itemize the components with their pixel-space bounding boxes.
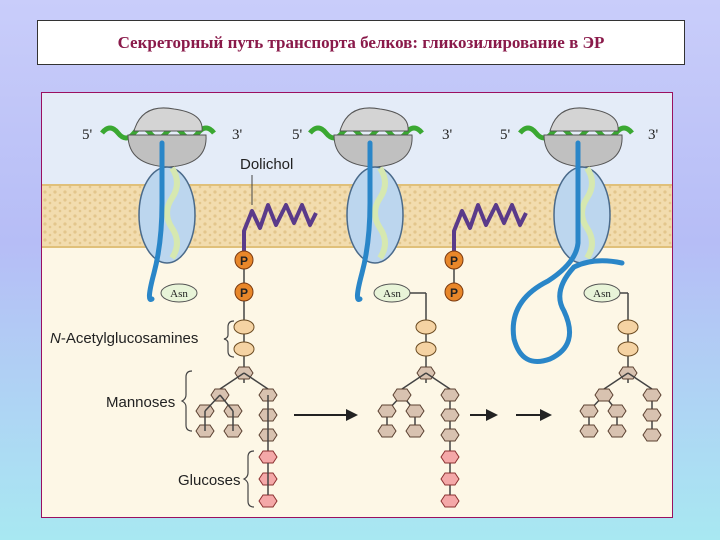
slide-title: Секреторный путь транспорта белков: глик… (117, 32, 605, 52)
asn-residue (160, 283, 198, 303)
n-acetyl-text: -Acetylglucosamines (61, 330, 199, 347)
asn-label: Asn (170, 288, 188, 300)
diagram-canvas: Asn P P 5' 3' (42, 93, 672, 508)
dolichol-chain (242, 203, 318, 258)
nag-1 (233, 319, 255, 335)
dolichol-chain-2 (452, 203, 528, 253)
title-box: Секреторный путь транспорта белков: глик… (37, 20, 685, 65)
three-prime-3: 3' (648, 127, 659, 143)
er-glycosylation-figure: Asn P P 5' 3' (41, 92, 673, 518)
dolichol-label: Dolichol (240, 156, 293, 173)
phosphate-3-label: P (450, 254, 458, 268)
svg-text:N-Acetylglucosamines: N-Acetylglucosamines (50, 330, 198, 347)
phosphate-1-label: P (240, 254, 248, 268)
nascent-peptide-2 (354, 140, 373, 302)
mannoses-label: Mannoses (106, 370, 193, 432)
arrow-2 (470, 409, 552, 421)
panel-1: Asn P P (100, 107, 318, 508)
panel-3: Asn (510, 107, 662, 442)
glucoses-label: Glucoses (178, 450, 255, 508)
n-prefix: N (50, 330, 61, 347)
panel-2: Asn P P (308, 107, 528, 508)
three-prime-1: 3' (232, 127, 243, 143)
asn-label-2: Asn (383, 288, 401, 300)
five-prime-1: 5' (82, 127, 93, 143)
nag-2 (233, 341, 255, 357)
mannoses-text: Mannoses (106, 394, 175, 411)
ribosome-small-subunit (133, 107, 203, 132)
folded-peptide (510, 140, 625, 364)
phosphate-2-label: P (240, 286, 248, 300)
asn-label-3: Asn (593, 288, 611, 300)
n-acetyl-label: N-Acetylglucosamines (50, 320, 235, 358)
glucoses-text: Glucoses (178, 472, 241, 489)
five-prime-2: 5' (292, 127, 303, 143)
nascent-peptide (146, 140, 165, 302)
three-prime-2: 3' (442, 127, 453, 143)
phosphate-4-label: P (450, 286, 458, 300)
mannose-branches (195, 388, 278, 442)
arrow-1 (294, 409, 358, 421)
five-prime-3: 5' (500, 127, 511, 143)
